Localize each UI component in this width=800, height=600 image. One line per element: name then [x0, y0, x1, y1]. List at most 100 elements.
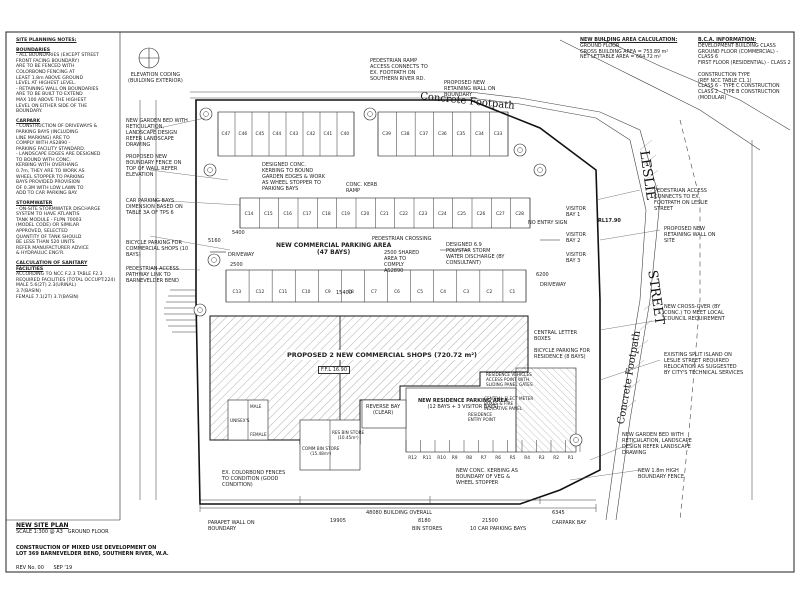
notes-line: BE LESS THAN 520 UNITS — [16, 240, 75, 246]
parking-bay-label: C19 — [341, 212, 350, 217]
pedestrian-crossing-note: PEDESTRIAN CROSSING — [372, 236, 432, 242]
building-overall-text: BUILDING OVERALL — [383, 510, 433, 516]
notes-line: SYSTEM TO HAVE ATLANTIS — [16, 212, 80, 218]
site-boundary — [195, 99, 601, 505]
notes-line: - RETAINING WALL ON BOUNDARIES — [16, 86, 99, 92]
mid-bay-lines — [239, 198, 531, 228]
notes-line: QUANTITY OF TANK SHOULD — [16, 234, 82, 240]
parking-bay-label: C26 — [476, 212, 486, 217]
notes-line: ADD TO CAR PARKING BAY. — [16, 191, 78, 197]
parking-bay-label: R9 — [451, 456, 458, 461]
dimension-lines — [139, 100, 753, 512]
parking-bay-label: C25 — [457, 212, 466, 217]
parking-bay-label: C22 — [399, 212, 408, 217]
dim-2500: 2500 — [230, 262, 243, 268]
parking-bay-label: C40 — [340, 132, 350, 137]
parking-bay-label: C13 — [232, 290, 242, 295]
parking-bay-label: C39 — [382, 132, 391, 137]
parking-bay-label: C43 — [289, 132, 299, 137]
parking-bay-label: C33 — [493, 132, 503, 137]
visitor-bay-1: VISITOR BAY 1 — [566, 206, 587, 218]
residence-entry-zone — [515, 367, 577, 453]
parking-bay-label: R1 — [567, 456, 574, 461]
parking-bay-label: C11 — [278, 290, 288, 295]
comm-bin-store-area: (15.48m²) — [310, 451, 332, 456]
dim-15400: 15400 — [336, 290, 352, 296]
area-calculation: NEW BUILDING AREA CALCULATION: GROUND FL… — [580, 38, 690, 61]
parking-bay-label: C18 — [322, 212, 331, 217]
dim-overall: 48080 — [366, 510, 382, 516]
parking-area-bays: (47 BAYS) — [316, 249, 351, 256]
parking-bay-label: C44 — [272, 132, 282, 137]
parking-bay-label: C1 — [509, 290, 516, 295]
notes-heading: CARPARK — [16, 118, 41, 124]
new-crossover-note: NEW CROSS-OVER (BY CONC.) TO MEET LOCAL … — [664, 304, 725, 322]
notes-line: - CONSTRUCTION OF DRIVEWAYS & — [16, 124, 98, 130]
parking-bay-label: C34 — [475, 132, 484, 137]
notes-line: LEVEL AT HIGHEST LEVEL. — [16, 81, 77, 87]
parking-bay-label: C9 — [324, 290, 331, 295]
notes-line: - ALL BOUNDARIES (EXCEPT STREET — [16, 53, 99, 59]
parking-bay-label: C6 — [394, 290, 400, 295]
parking-bay-label: C7 — [371, 290, 377, 295]
project-line-2: LOT 369 BARNEVELDER BEND, SOUTHERN RIVER… — [16, 551, 169, 557]
res-bin-store-title: RES BIN STORE — [332, 430, 365, 435]
pedestrian-stairs — [164, 289, 196, 333]
tree-core — [573, 437, 579, 443]
notes-title: SITE PLANNING NOTES: — [16, 38, 77, 43]
driveway-left-label: DRIVEWAY — [228, 252, 255, 258]
parking-bay-label: C35 — [456, 132, 466, 137]
tree-core — [207, 167, 213, 173]
reverse-bay-clear: (CLEAR) — [372, 410, 394, 416]
fence-right-note: NEW 1.8m HIGH BOUNDARY FENCE — [638, 468, 685, 480]
dim-5400: 5400 — [232, 230, 245, 236]
tree-symbol — [363, 107, 377, 121]
parking-bay-label: C45 — [255, 132, 265, 137]
area-calc-floor: GROUND FLOOR — [580, 43, 620, 49]
notes-line: LEVEL ON EITHER SIDE OF THE — [16, 103, 88, 109]
site-planning-notes: SITE PLANNING NOTES: BOUNDARIES- ALL BOU… — [16, 38, 116, 300]
bca-information: B.C.A. INFORMATION: DEVELOPMENT BUILDING… — [698, 38, 794, 102]
parapet-note: PARAPET WALL ON BOUNDARY — [208, 520, 255, 532]
notes-line: WHEEL STOPPER TO PARKING — [16, 174, 85, 180]
bca-line: (REF NCC TABLE C1.1) — [698, 78, 752, 84]
split-island-note: EXISTING SPLIT ISLAND ON LESLIE STREET R… — [664, 352, 744, 376]
comm-bin-store-label: COMM BIN STORE (15.48m²) — [302, 446, 339, 456]
notes-line: APPROVED, SELECTED — [16, 229, 68, 234]
parking-bay-label: C17 — [302, 212, 312, 217]
floor-text: GROUND FLOOR — [67, 529, 109, 535]
parking-bay-label: C47 — [221, 132, 231, 137]
notes-line: TANK MODULE - FLPN 70003 — [16, 217, 82, 223]
notes-line: COLORBOND FENCING AT — [16, 69, 75, 75]
area-calc-row: NET LETTABLE AREA = 664.72 m² — [580, 55, 661, 61]
notes-line: (MODEL CODE) OR SIMILAR — [16, 223, 80, 229]
elevation-coding-label: ELEVATION CODING (BUILDING EXTERIOR) — [128, 72, 183, 84]
circulation-arrows — [210, 239, 560, 253]
top-bay-lines — [217, 112, 509, 156]
notes-line: OF 0.3M WITH LOW LAWN TO — [16, 185, 84, 191]
parking-area-label: NEW COMMERCIAL PARKING AREA (47 BAYS) — [276, 242, 391, 256]
notes-heading: STORMWATER — [16, 201, 53, 207]
bicycle-left-note: BICYCLE PARKING FOR COMMERCIAL SHOPS (10… — [126, 240, 189, 258]
shops-label: PROPOSED 2 NEW COMMERCIAL SHOPS (720.72 … — [286, 350, 479, 360]
car-parking-bays-dim-label: 10 CAR PARKING BAYS — [470, 526, 527, 532]
res-bin-store-label: RES BIN STORE (10.45m²) — [332, 430, 364, 440]
residence-parking-bays: (12 BAYS + 3 VISITOR BAYS) — [427, 404, 499, 410]
parking-bay-label: C8 — [347, 290, 354, 295]
tree-symbol — [199, 107, 213, 121]
elevation-sub-text: (BUILDING EXTERIOR) — [128, 78, 183, 84]
pedestrian-left-note: PEDESTRIAN ACCESS PATHWAY LINK TO BARNEV… — [126, 266, 179, 284]
garden-bed-right-note: NEW GARDEN BED WITH RETICULATION, LANDSC… — [622, 432, 692, 456]
parking-bay-label: C21 — [380, 212, 389, 217]
ffl-tag: F.F.L 16.90 — [318, 366, 351, 374]
parking-bay-label: R7 — [480, 456, 487, 461]
parking-bay-label: C27 — [496, 212, 505, 217]
sheet-border — [5, 31, 795, 573]
date-text: SEP '19 — [53, 565, 73, 571]
car-parking-bays-note: CAR PARKING BAYS DIMENSION BASED ON TABL… — [126, 198, 183, 216]
parking-bay-label: R4 — [524, 456, 531, 461]
bca-line: CLASS 6 - TYPE C CONSTRUCTION — [698, 84, 780, 90]
notes-line: COMPLY WITH AS2890 - — [16, 141, 71, 147]
